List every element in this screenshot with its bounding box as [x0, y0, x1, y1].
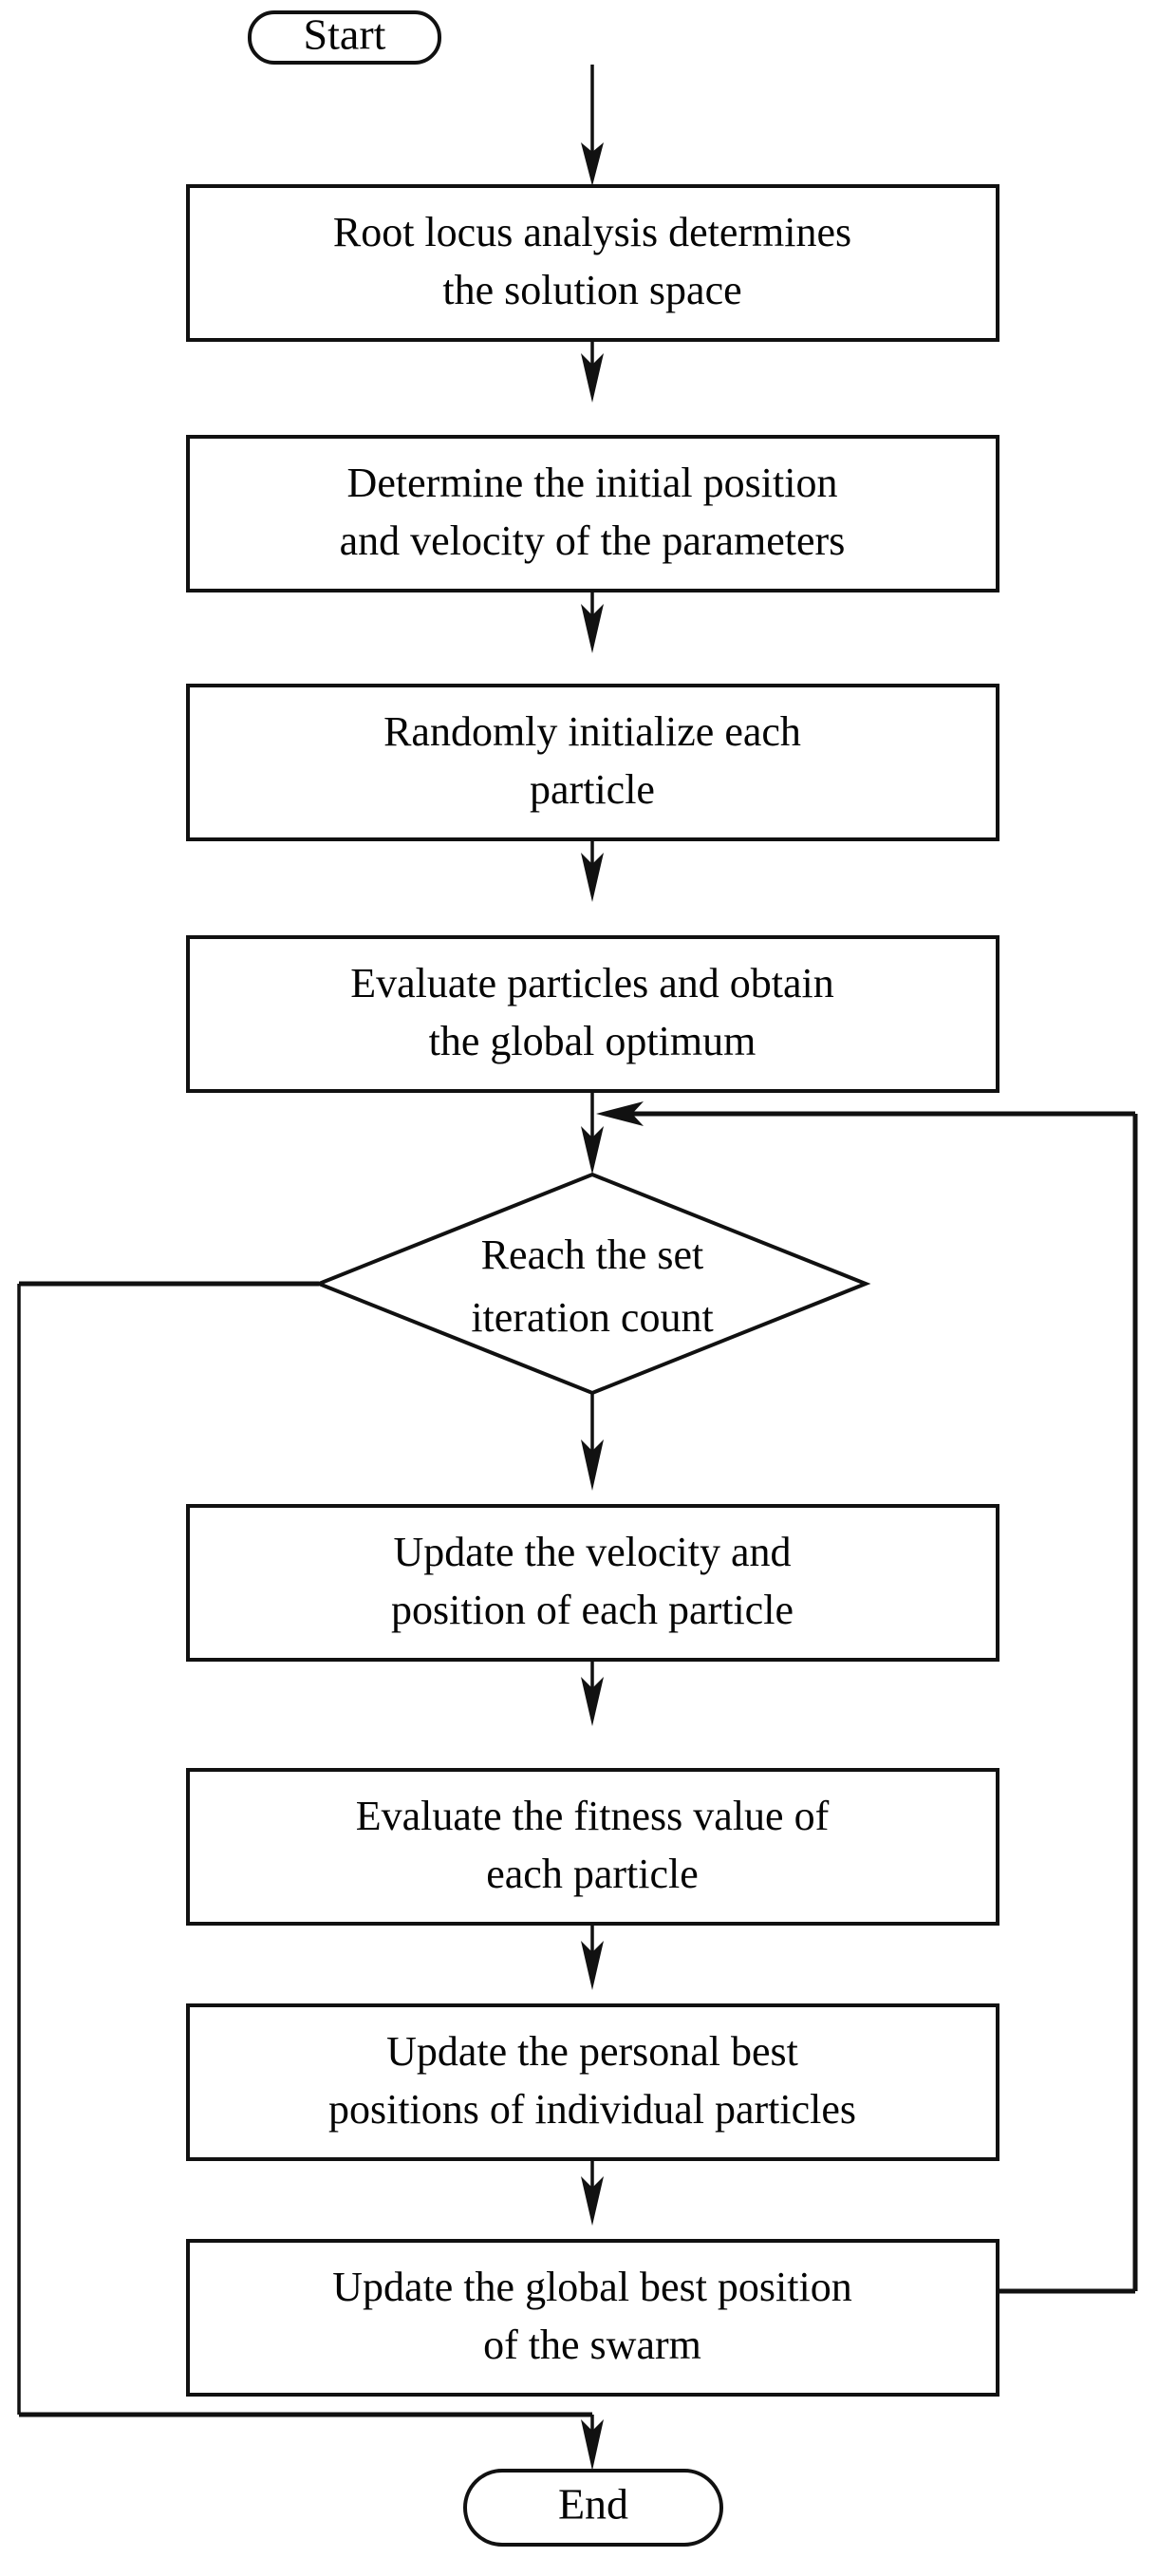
node-evaluate-global-line-2: the global optimum	[429, 1018, 756, 1064]
node-start-label: Start	[304, 10, 386, 59]
node-update-personal-best-line-1: Update the personal best	[386, 2028, 798, 2075]
node-evaluate-global[interactable]: Evaluate particles and obtain the global…	[186, 935, 999, 1093]
edges-layer	[17, 65, 1138, 2471]
node-root-locus-line-2: the solution space	[442, 267, 741, 313]
edge-evaluate-fitness-to-update-personal-best	[581, 1924, 604, 1990]
node-determine-initial-line-1: Determine the initial position	[347, 460, 838, 506]
node-update-personal-best[interactable]: Update the personal best positions of in…	[186, 2003, 999, 2161]
node-randomly-initialize-line-1: Randomly initialize each	[383, 708, 801, 755]
edge-update-velocity-to-evaluate-fitness	[581, 1660, 604, 1726]
node-start[interactable]: Start	[248, 10, 441, 65]
node-update-global-best-line-2: of the swarm	[483, 2322, 701, 2368]
node-root-locus[interactable]: Root locus analysis determines the solut…	[186, 184, 999, 342]
node-determine-initial-line-2: and velocity of the parameters	[340, 517, 846, 564]
nodes-layer: Start Root locus analysis determines the…	[186, 10, 999, 2547]
node-end-label: End	[558, 2480, 628, 2529]
node-root-locus-line-1: Root locus analysis determines	[333, 209, 851, 255]
node-reach-iteration-line-2: iteration count	[471, 1294, 713, 1341]
edge-randomly-initialize-to-evaluate-global	[581, 839, 604, 902]
edge-feedback-to-reach-iteration	[596, 1101, 1138, 2294]
node-determine-initial[interactable]: Determine the initial position and veloc…	[186, 435, 999, 592]
node-update-velocity-line-2: position of each particle	[391, 1587, 794, 1633]
node-randomly-initialize[interactable]: Randomly initialize each particle	[186, 684, 999, 841]
edge-determine-initial-to-randomly-initialize	[581, 591, 604, 653]
node-evaluate-global-line-1: Evaluate particles and obtain	[350, 960, 833, 1006]
edge-root-locus-to-determine-initial	[581, 340, 604, 403]
node-reach-iteration-line-1: Reach the set	[481, 1232, 704, 1278]
edge-evaluate-global-to-reach-iteration	[581, 1091, 604, 1175]
node-update-global-best-line-1: Update the global best position	[332, 2264, 851, 2310]
node-end[interactable]: End	[463, 2469, 723, 2547]
edge-reach-iteration-to-update-velocity	[581, 1393, 604, 1491]
node-evaluate-fitness-line-1: Evaluate the fitness value of	[356, 1793, 830, 1839]
node-reach-iteration[interactable]: Reach the set iteration count	[313, 1172, 871, 1396]
node-evaluate-fitness-line-2: each particle	[486, 1851, 699, 1897]
node-update-personal-best-line-2: positions of individual particles	[328, 2086, 856, 2133]
edge-start-to-root-locus	[581, 65, 604, 186]
node-evaluate-fitness[interactable]: Evaluate the fitness value of each parti…	[186, 1768, 999, 1926]
edge-update-personal-best-to-update-global-best	[581, 2159, 604, 2226]
node-randomly-initialize-line-2: particle	[530, 766, 655, 813]
node-update-global-best[interactable]: Update the global best position of the s…	[186, 2239, 999, 2397]
node-update-velocity-line-1: Update the velocity and	[393, 1529, 791, 1575]
node-update-velocity[interactable]: Update the velocity and position of each…	[186, 1504, 999, 1662]
edge-reach-iteration-to-end	[17, 1281, 604, 2471]
